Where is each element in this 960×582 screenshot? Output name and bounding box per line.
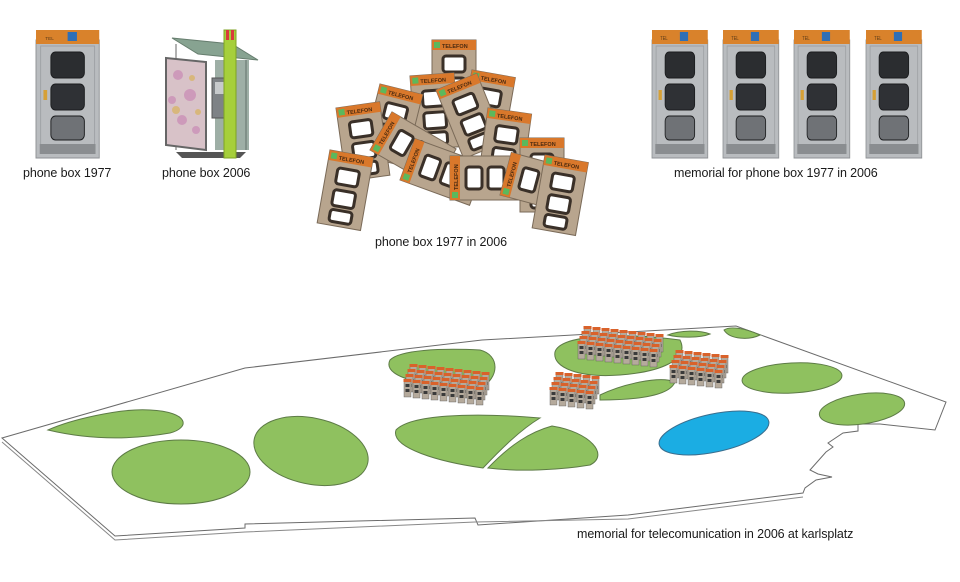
phone-box-pile-illustration xyxy=(315,38,590,238)
caption-memorial-row: memorial for phone box 1977 in 2006 xyxy=(674,166,878,180)
mini-booth xyxy=(448,383,457,403)
green-area xyxy=(723,327,762,339)
mini-booth xyxy=(669,364,678,384)
mini-booth xyxy=(613,344,622,364)
green-area xyxy=(741,362,843,394)
mini-booth xyxy=(705,368,714,388)
mini-booth xyxy=(595,342,604,362)
caption-site-plan: memorial for telecomunication in 2006 at… xyxy=(577,527,854,541)
caption-phone-box-pile: phone box 1977 in 2006 xyxy=(375,235,507,249)
mini-booth xyxy=(457,384,466,404)
memorial-booth-row xyxy=(651,29,923,159)
mini-booth xyxy=(558,387,567,407)
phone-box-1977-illustration xyxy=(35,29,100,159)
memorial-booth-4 xyxy=(865,29,923,159)
caption-phone-box-1977: phone box 1977 xyxy=(23,166,112,180)
caption-phone-box-2006: phone box 2006 xyxy=(162,166,251,180)
mini-booth xyxy=(475,386,484,406)
mini-booth xyxy=(430,381,439,401)
mini-booth xyxy=(631,346,640,366)
mini-booth xyxy=(412,379,421,399)
green-area xyxy=(818,392,906,426)
mini-booth xyxy=(466,385,475,405)
green-area xyxy=(666,330,712,338)
mini-booth xyxy=(678,365,687,385)
mini-booth xyxy=(421,380,430,400)
mini-booth xyxy=(714,369,723,389)
pond xyxy=(658,410,770,456)
mini-booth xyxy=(604,343,613,363)
memorial-booth-2 xyxy=(722,29,780,159)
green-area xyxy=(395,414,542,469)
mini-booth xyxy=(622,345,631,365)
mini-booth xyxy=(696,367,705,387)
mini-booth xyxy=(585,390,594,410)
green-area xyxy=(46,409,184,439)
mini-booth xyxy=(439,382,448,402)
mini-booth xyxy=(687,366,696,386)
mini-booth xyxy=(649,348,658,368)
booth-cluster-center xyxy=(549,371,600,410)
mini-booth xyxy=(586,341,595,361)
memorial-booth-1 xyxy=(651,29,709,159)
green-area xyxy=(486,425,599,471)
green-area xyxy=(253,416,369,486)
mini-booth xyxy=(577,340,586,360)
karlsplatz-site-plan xyxy=(0,325,947,541)
phone-box-2006-illustration xyxy=(165,29,259,159)
memorial-booth-3 xyxy=(793,29,851,159)
mini-booth xyxy=(576,389,585,409)
mini-booth xyxy=(403,378,412,398)
mini-booth xyxy=(567,388,576,408)
mini-booth xyxy=(549,386,558,406)
mini-booth xyxy=(640,347,649,367)
green-area xyxy=(111,439,251,505)
